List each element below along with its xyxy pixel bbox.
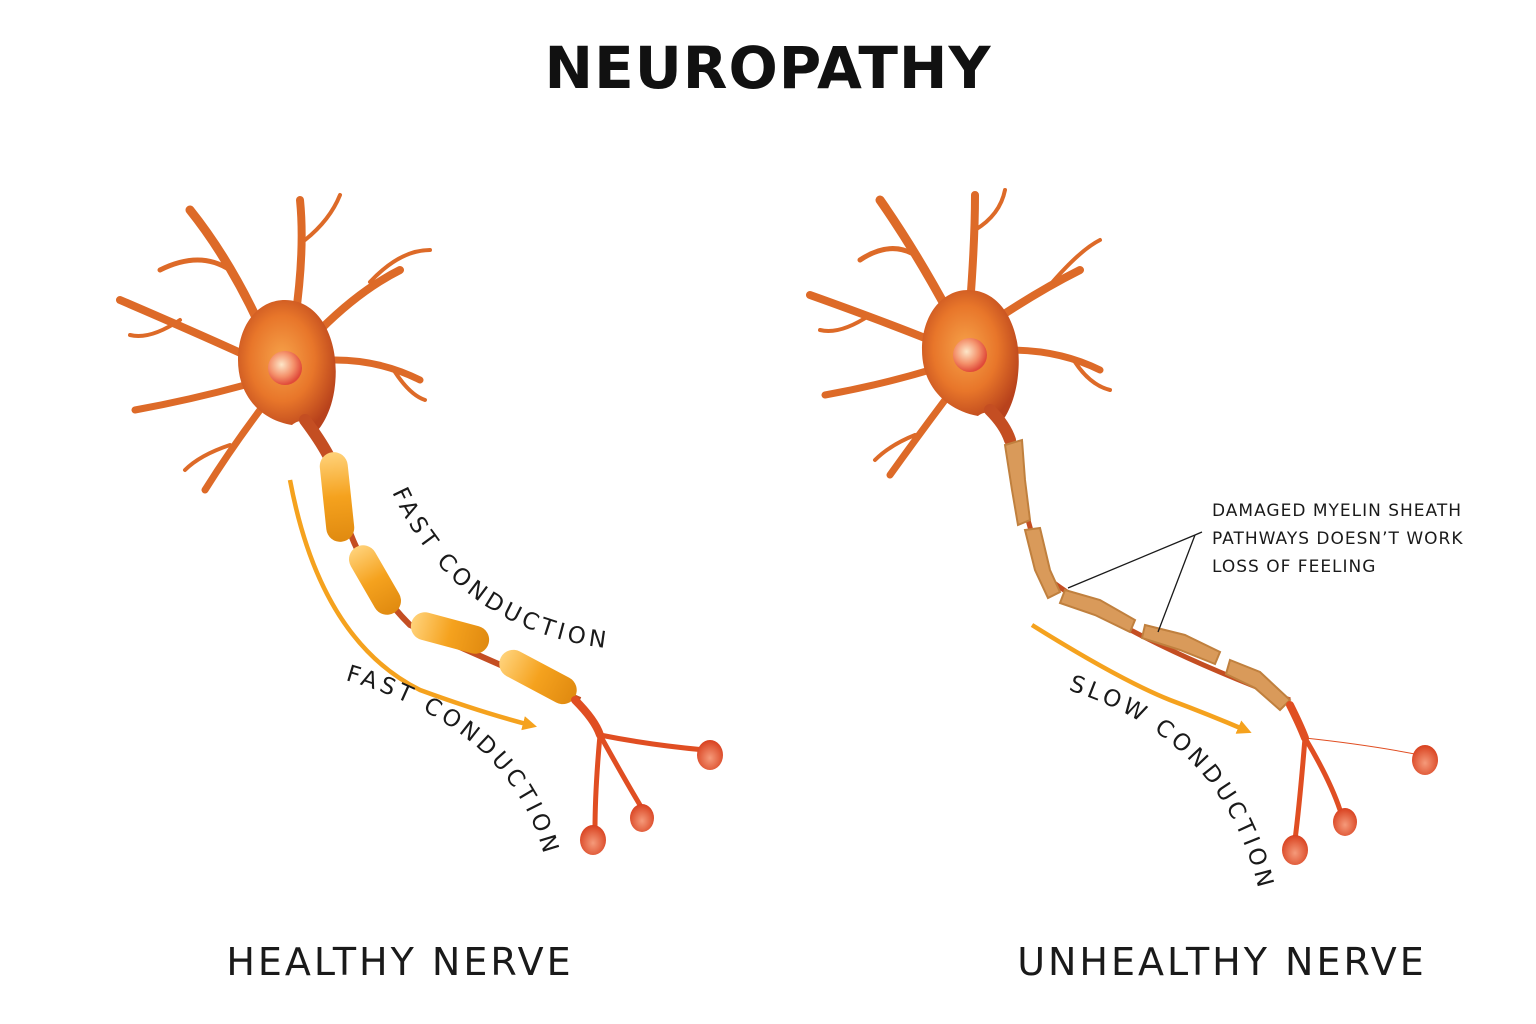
- note-pathways: PATHWAYS DOESN’T WORK: [1212, 529, 1463, 549]
- unhealthy-synaptic-knobs: [1282, 745, 1438, 865]
- healthy-arrow-label: FAST CONDUCTION: [343, 661, 564, 860]
- healthy-conduction-arrow: [287, 479, 537, 731]
- page-title: NEUROPATHY: [545, 34, 992, 102]
- unhealthy-nucleus: [953, 338, 987, 372]
- note-loss-of-feeling: LOSS OF FEELING: [1212, 557, 1376, 577]
- damage-callout-lines: [1067, 531, 1203, 633]
- healthy-nucleus: [268, 351, 302, 385]
- unhealthy-axon-terminals: [1286, 701, 1421, 843]
- healthy-neuron: FAST CONDUCTION FAST CONDUCTION: [116, 193, 723, 860]
- unhealthy-conduction-arrow: [1030, 623, 1252, 734]
- healthy-nerve-caption: HEALTHY NERVE: [226, 940, 573, 984]
- healthy-myelin-sheath: [319, 452, 577, 705]
- unhealthy-arrow-label: SLOW CONDUCTION: [1066, 671, 1279, 894]
- note-damaged-myelin: DAMAGED MYELIN SHEATH: [1212, 501, 1462, 521]
- healthy-synaptic-knobs: [580, 740, 723, 855]
- healthy-axon-terminals: [571, 696, 708, 833]
- unhealthy-nerve-caption: UNHEALTHY NERVE: [1017, 940, 1427, 984]
- damage-notes: DAMAGED MYELIN SHEATH PATHWAYS DOESN’T W…: [1212, 501, 1463, 577]
- unhealthy-damaged-myelin: [1003, 438, 1292, 712]
